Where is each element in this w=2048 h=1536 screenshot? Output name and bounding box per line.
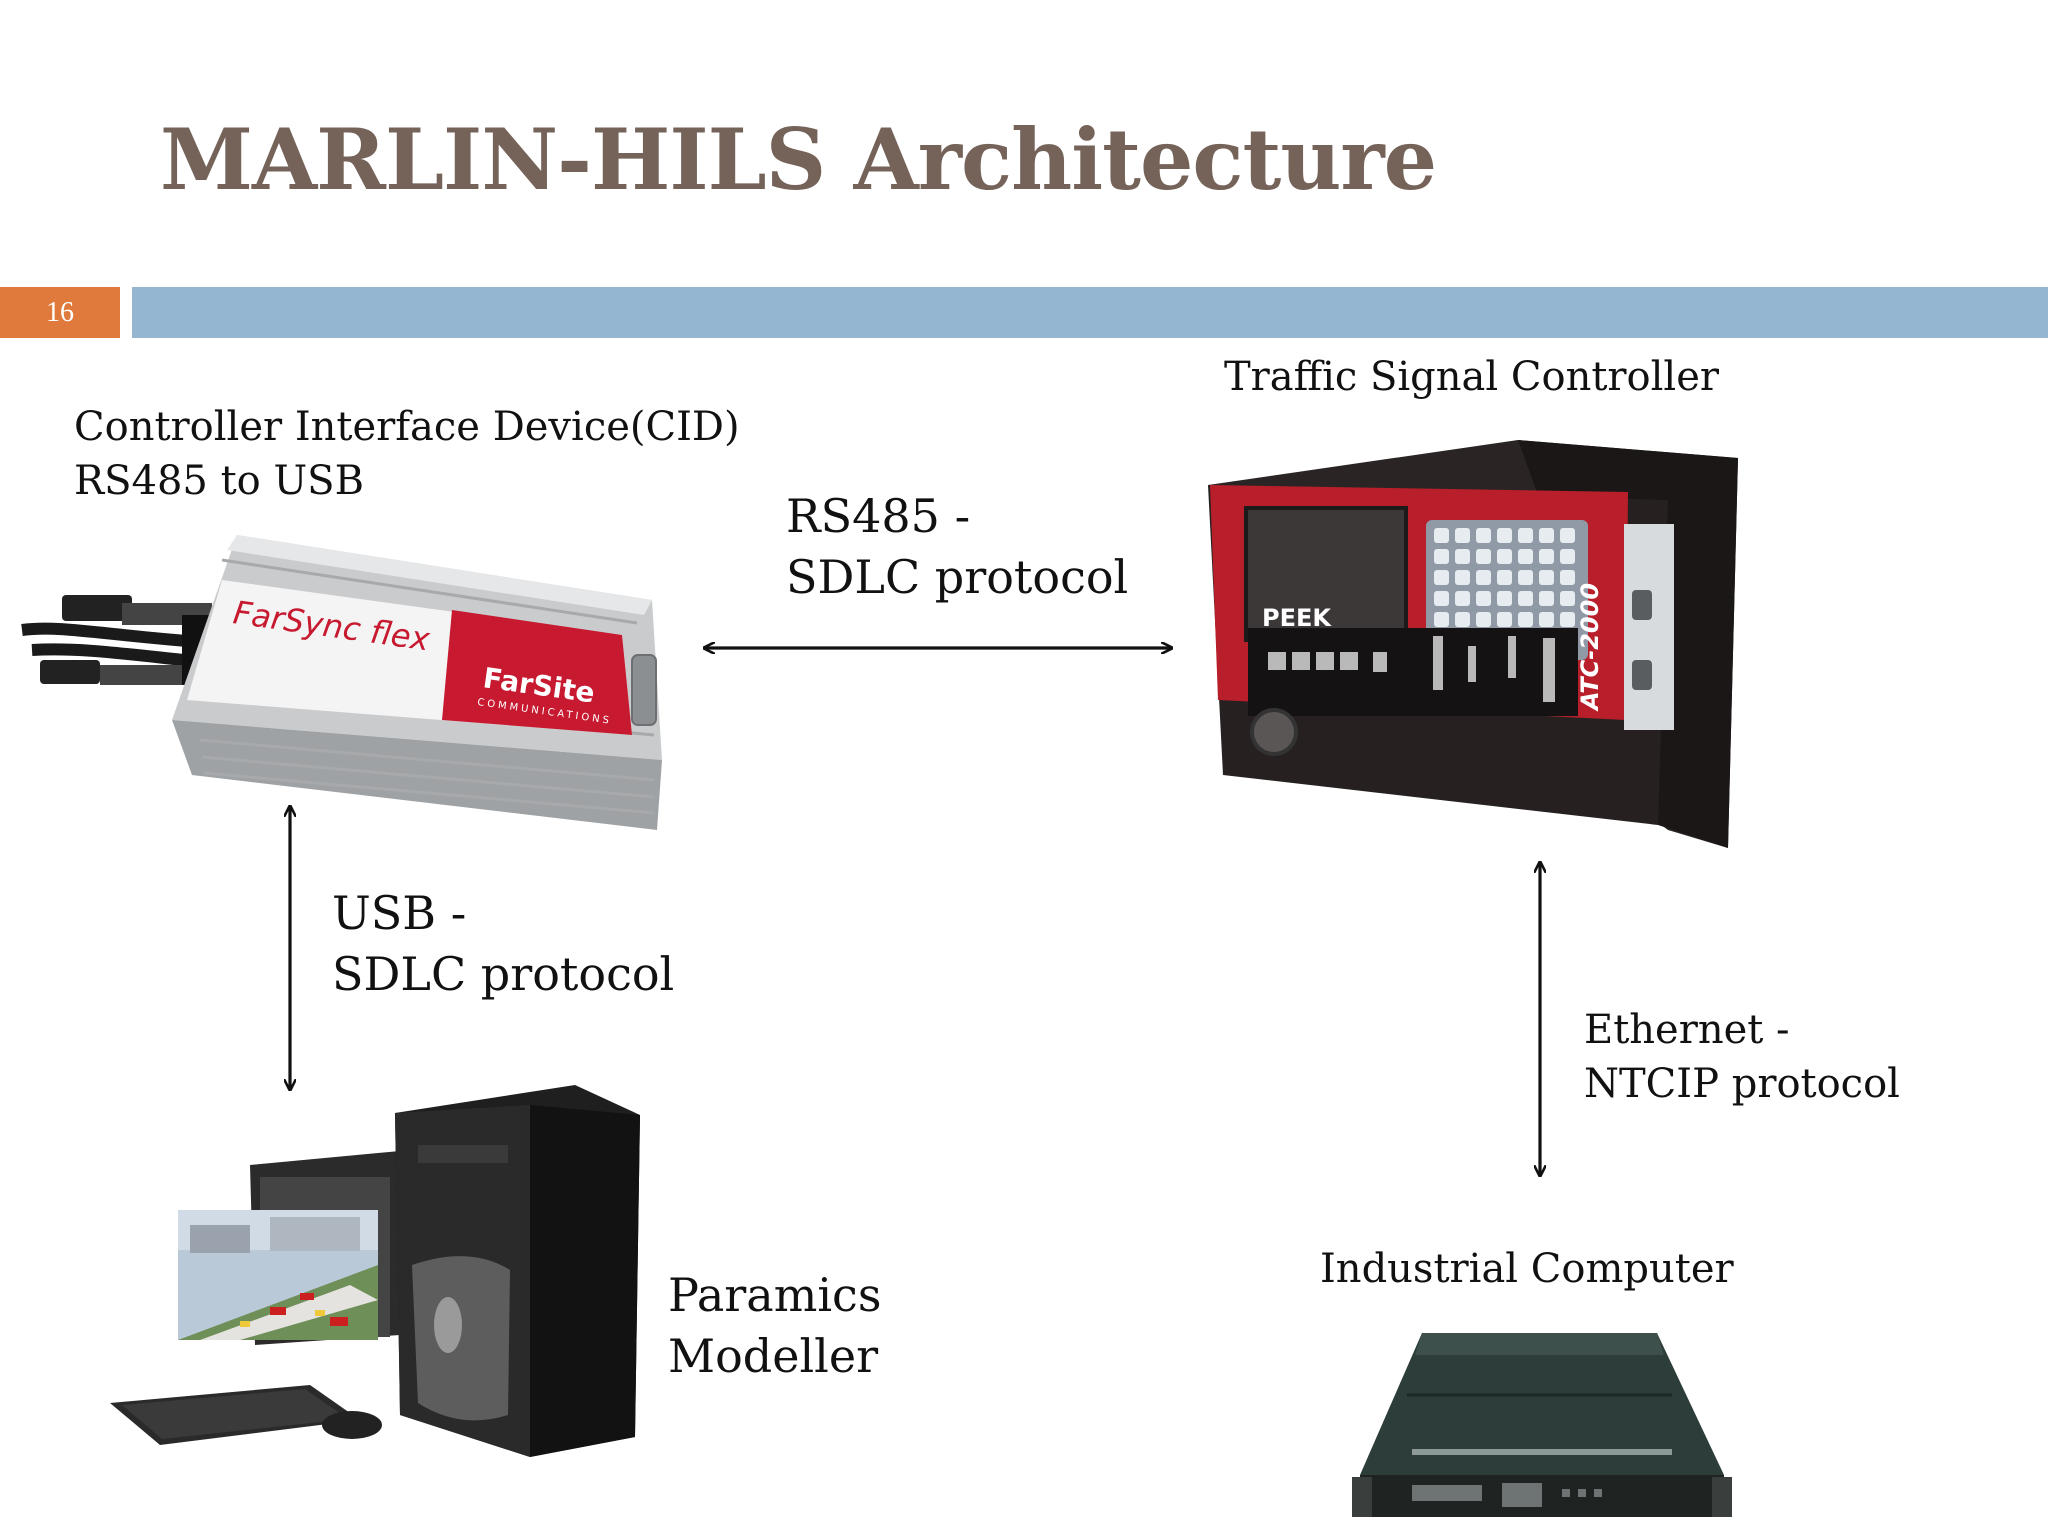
paramics-label-line1: Paramics [668,1268,882,1322]
usb-link-line2: SDLC protocol [332,946,675,1001]
paramics-computer-image [110,1085,640,1457]
rs485-link-line1: RS485 - [786,489,971,543]
simulation-screenshot [178,1210,378,1340]
cid-label-line1: Controller Interface Device(CID) [74,404,740,450]
title-divider-bar [132,287,2048,338]
tsc-device-image: PEEK ATC-2000 [1208,440,1738,848]
page-number: 16 [0,287,120,338]
paramics-label-line2: Modeller [668,1328,879,1383]
rs485-link-label: RS485 - SDLC protocol [786,486,1128,607]
paramics-label: Paramics Modeller [668,1265,881,1386]
slide-title: MARLIN-HILS Architecture [160,110,1437,209]
cid-label-line2: RS485 to USB [74,458,364,504]
tsc-label: Traffic Signal Controller [1224,354,1719,400]
usb-link-line1: USB - [332,886,467,940]
usb-link-label: USB - SDLC protocol [332,883,674,1004]
atc-model-text: ATC-2000 [1576,583,1604,712]
cid-device-image: FarSync flex FarSite COMMUNICATIONS [21,535,662,830]
ethernet-link-line2: NTCIP protocol [1584,1061,1900,1107]
cid-label: Controller Interface Device(CID) RS485 t… [74,400,740,508]
industrial-label: Industrial Computer [1320,1246,1734,1292]
industrial-computer-image [1352,1333,1732,1517]
peek-brand-text: PEEK [1262,604,1332,632]
ethernet-link-line1: Ethernet - [1584,1007,1790,1053]
ethernet-link-label: Ethernet - NTCIP protocol [1584,1003,1900,1111]
rs485-link-line2: SDLC protocol [786,549,1129,604]
